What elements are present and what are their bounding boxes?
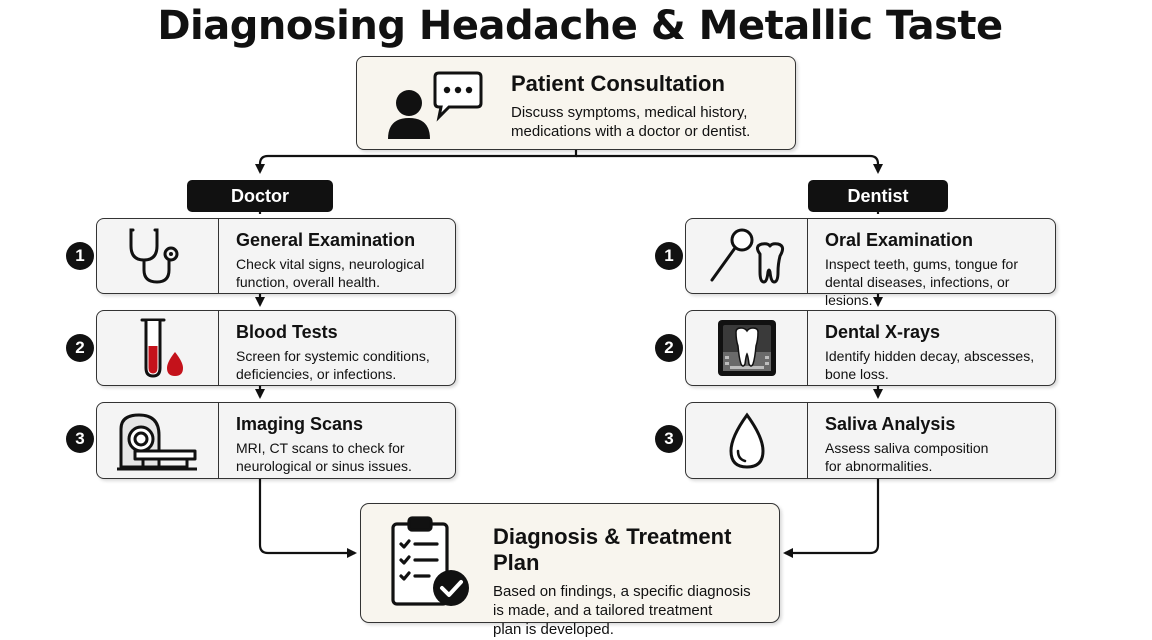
dentist-step-1-line1: Inspect teeth, gums, tongue for xyxy=(825,256,1019,272)
consultation-title: Patient Consultation xyxy=(511,71,725,96)
dental-xray-icon xyxy=(686,311,808,385)
stethoscope-icon xyxy=(97,219,219,293)
connector-doctor-diagnosis xyxy=(258,479,357,558)
dentist-tag: Dentist xyxy=(808,180,948,212)
test-tube-icon xyxy=(97,311,219,385)
dentist-step-2-line2: bone loss. xyxy=(825,366,889,382)
dentist-step-1-card: Oral Examination Inspect teeth, gums, to… xyxy=(685,218,1056,308)
diagnosis-title: Diagnosis & Treatment Plan xyxy=(493,524,732,575)
dentist-step-3-card: Saliva Analysis Assess saliva compositio… xyxy=(685,402,1056,479)
dental-mirror-icon xyxy=(686,219,808,293)
diagnosis-line1: Based on findings, a specific diagnosis xyxy=(493,583,751,600)
doctor-step-1-line1: Check vital signs, neurological xyxy=(236,256,425,272)
consultation-card: Patient Consultation Discuss symptoms, m… xyxy=(356,56,796,150)
doctor-step-1-desc: Check vital signs, neurological function… xyxy=(236,255,447,291)
diagnosis-line3: plan is developed. xyxy=(493,621,614,638)
doctor-step-3-title: Imaging Scans xyxy=(236,414,364,434)
doctor-step-1-number: 1 xyxy=(66,242,94,270)
doctor-step-3-line1: MRI, CT scans to check for xyxy=(236,440,405,456)
dentist-step-2-desc: Identify hidden decay, abscesses, bone l… xyxy=(825,347,1047,383)
doctor-tag: Doctor xyxy=(187,180,333,212)
dentist-step-1-line2: dental diseases, infections, or lesions. xyxy=(825,274,1010,308)
dentist-step-2-line1: Identify hidden decay, abscesses, xyxy=(825,348,1035,364)
dentist-step-3-desc: Assess saliva composition for abnormalit… xyxy=(825,439,1047,475)
patient-chat-icon xyxy=(383,71,483,141)
doctor-step-3-number: 3 xyxy=(66,425,94,453)
doctor-step-1-title: General Examination xyxy=(236,230,416,250)
dentist-step-2-card: Dental X-rays Identify hidden decay, abs… xyxy=(685,310,1056,386)
dentist-step-2-number: 2 xyxy=(655,334,683,362)
dentist-step-3-line2: for abnormalities. xyxy=(825,458,933,474)
dentist-step-3-number: 3 xyxy=(655,425,683,453)
dentist-step-3-line1: Assess saliva composition xyxy=(825,440,989,456)
doctor-step-2-line2: deficiencies, or infections. xyxy=(236,366,397,382)
consultation-desc-line1: Discuss symptoms, medical history, xyxy=(511,104,748,121)
doctor-step-1-card: General Examination Check vital signs, n… xyxy=(96,218,456,294)
diagnosis-card: Diagnosis & Treatment Plan Based on find… xyxy=(360,503,780,638)
doctor-step-2-card: Blood Tests Screen for systemic conditio… xyxy=(96,310,456,386)
dentist-step-1-number: 1 xyxy=(655,242,683,270)
doctor-step-2-title: Blood Tests xyxy=(236,322,338,342)
dentist-step-2-title: Dental X-rays xyxy=(825,322,941,342)
droplet-icon xyxy=(686,403,808,478)
dentist-step-3-title: Saliva Analysis xyxy=(825,414,956,434)
dentist-step-1-title: Oral Examination xyxy=(825,230,974,250)
connector-consult-dentist xyxy=(576,154,883,174)
doctor-step-2-desc: Screen for systemic conditions, deficien… xyxy=(236,347,447,383)
doctor-step-2-number: 2 xyxy=(66,334,94,362)
doctor-step-1-line2: function, overall health. xyxy=(236,274,380,290)
doctor-step-3-card: Imaging Scans MRI, CT scans to check for… xyxy=(96,402,456,479)
clipboard-check-icon xyxy=(387,514,477,614)
doctor-step-2-line1: Screen for systemic conditions, xyxy=(236,348,430,364)
mri-scanner-icon xyxy=(97,403,219,478)
page-title: Diagnosing Headache & Metallic Taste xyxy=(157,3,1003,49)
doctor-step-3-line2: neurological or sinus issues. xyxy=(236,458,412,474)
doctor-step-3-desc: MRI, CT scans to check for neurological … xyxy=(236,439,447,475)
diagnosis-desc: Based on findings, a specific diagnosis … xyxy=(493,582,771,639)
connector-dentist-diagnosis xyxy=(783,479,880,558)
diagnosis-line2: is made, and a tailored treatment xyxy=(493,602,713,619)
connector-consult-doctor xyxy=(255,150,578,174)
dentist-step-1-desc: Inspect teeth, gums, tongue for dental d… xyxy=(825,255,1047,309)
consultation-desc-line2: medications with a doctor or dentist. xyxy=(511,123,751,140)
